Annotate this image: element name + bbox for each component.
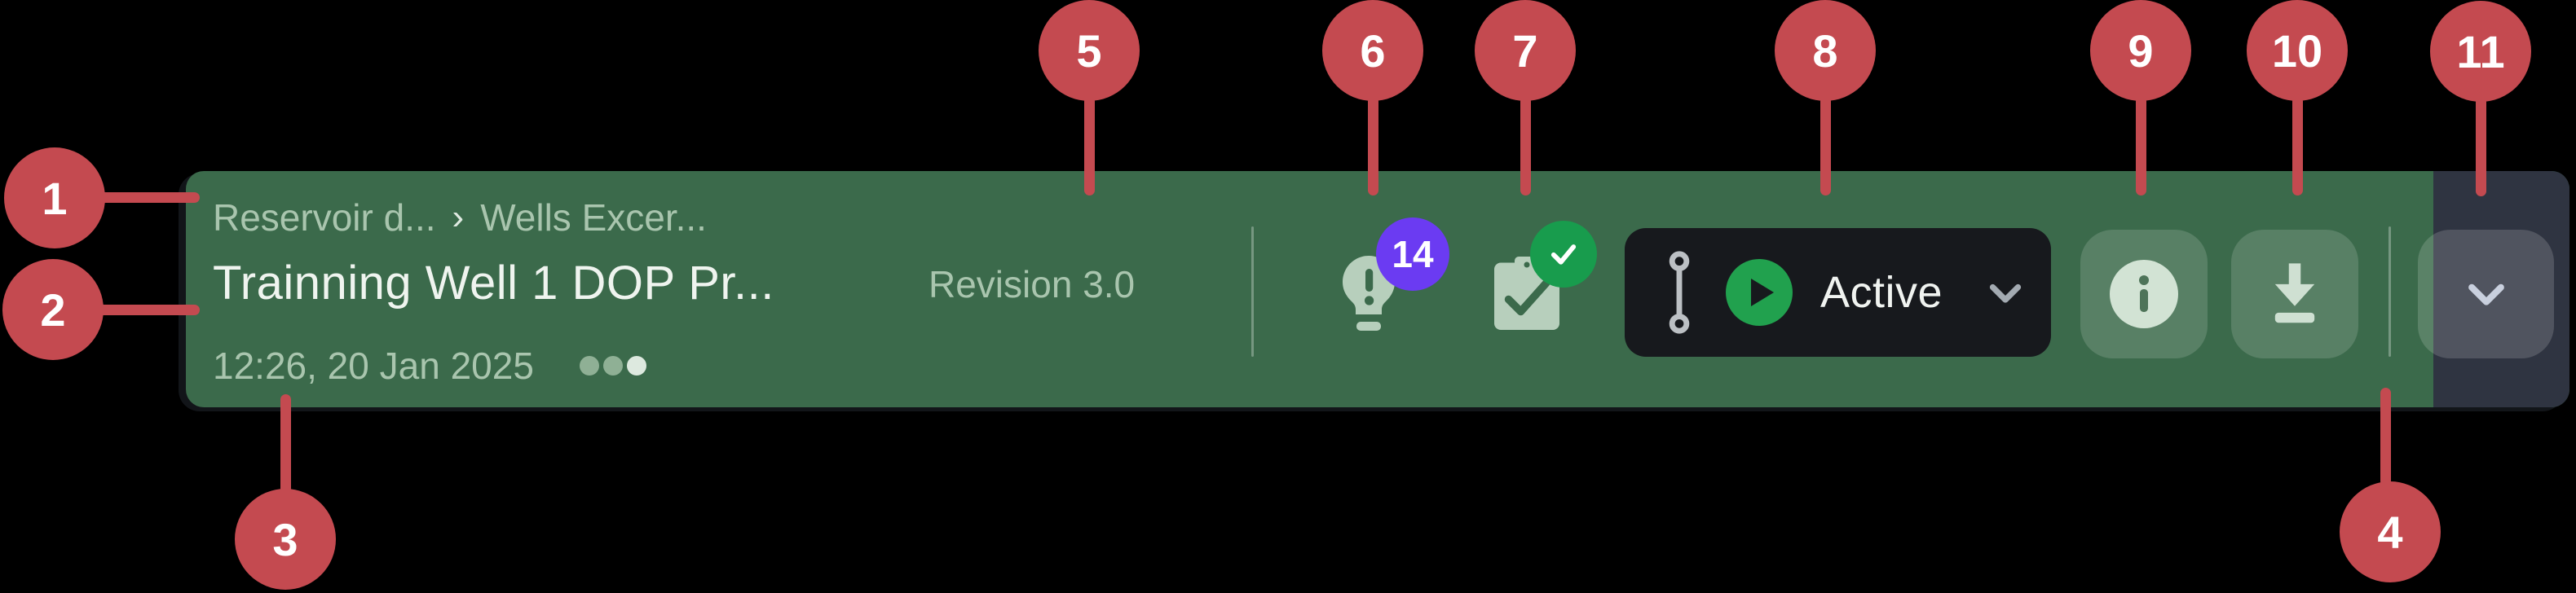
divider — [1251, 226, 1254, 357]
callout-2-badge: 2 — [2, 259, 104, 360]
callout-leader — [95, 305, 200, 315]
callout-leader — [280, 394, 291, 494]
timestamp-label: 12:26, 20 Jan 2025 — [213, 345, 534, 387]
status-label: Active — [1820, 268, 1943, 317]
callout-6-badge: 6 — [1322, 0, 1423, 101]
callout-8-badge: 8 — [1775, 0, 1876, 101]
check-icon — [1550, 244, 1577, 265]
callout-10-badge: 10 — [2247, 0, 2348, 101]
play-circle-icon — [1726, 259, 1793, 326]
divider — [2389, 226, 2391, 357]
callout-11-badge: 11 — [2430, 1, 2531, 102]
callout-leader — [1520, 96, 1531, 195]
callout-leader — [96, 192, 200, 203]
callout-leader — [2476, 97, 2486, 196]
callout-9-badge: 9 — [2090, 0, 2191, 101]
callout-7-badge: 7 — [1475, 0, 1576, 101]
expand-toolbar-button[interactable] — [2418, 230, 2554, 358]
breadcrumb-separator-icon: › — [452, 197, 465, 237]
callout-leader — [1084, 96, 1095, 195]
info-circle-icon — [2110, 260, 2178, 328]
revision-label: Revision 3.0 — [929, 263, 1136, 305]
document-header-toolbar: Reservoir d... › Wells Excer... Trainnin… — [186, 171, 2569, 407]
callout-4-badge: 4 — [2340, 481, 2441, 582]
breadcrumb-item-second[interactable]: Wells Excer... — [480, 196, 707, 239]
callout-1-badge: 1 — [4, 147, 105, 248]
callout-leader — [1820, 96, 1831, 195]
insights-count-badge: 14 — [1376, 217, 1449, 291]
callout-3-badge: 3 — [235, 489, 336, 590]
timestamp-row: 12:26, 20 Jan 2025 — [213, 339, 646, 393]
approved-check-badge — [1530, 221, 1597, 288]
callout-leader — [1368, 96, 1378, 195]
status-dropdown[interactable]: Active — [1625, 228, 2051, 357]
title-row: Trainning Well 1 DOP Pr... — [213, 251, 774, 314]
callout-leader — [2136, 96, 2146, 195]
version-link-icon — [1669, 251, 1690, 334]
callout-5-badge: 5 — [1039, 0, 1140, 101]
breadcrumb-item-first[interactable]: Reservoir d... — [213, 196, 436, 239]
download-button[interactable] — [2231, 230, 2358, 358]
chevron-down-icon — [1989, 283, 2022, 303]
info-button[interactable] — [2080, 230, 2208, 358]
callout-leader — [2292, 96, 2303, 195]
more-options-icon[interactable] — [579, 356, 646, 376]
callout-leader — [2380, 388, 2391, 486]
breadcrumb: Reservoir d... › Wells Excer... — [213, 192, 707, 243]
document-title: Trainning Well 1 DOP Pr... — [213, 256, 774, 310]
chevron-down-icon — [2468, 283, 2504, 305]
download-icon — [2274, 263, 2315, 323]
